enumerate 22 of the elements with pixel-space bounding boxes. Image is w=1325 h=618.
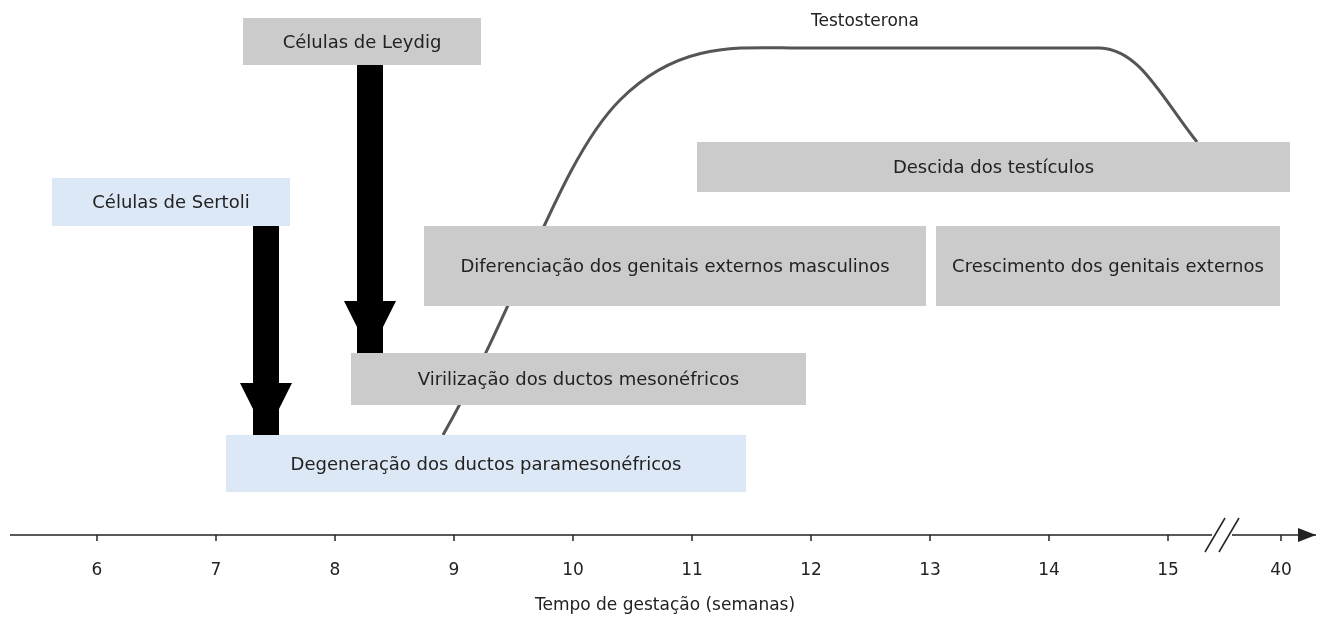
tick-label: 8 [329,559,341,579]
tick-label: 9 [448,559,460,579]
arrow [344,65,396,353]
tick-label: 7 [210,559,222,579]
tick-label: 14 [1038,559,1060,579]
tick-label: 10 [562,559,584,579]
tick-label: 13 [919,559,941,579]
stage-box: Descida dos testículos [697,142,1290,192]
curve-label: Testosterona [810,10,920,30]
tick-label: 12 [800,559,822,579]
tick-label: 6 [91,559,103,579]
tick-label: 15 [1157,559,1179,579]
stage-box: Diferenciação dos genitais externos masculinos [424,226,926,306]
stage-box: Virilização dos ductos mesonéfricos [351,353,806,405]
stage-box: Células de Leydig [243,18,481,65]
stage-box: Células de Sertoli [52,178,290,226]
stage-box: Degeneração dos ductos paramesonéfricos [226,435,746,492]
axis-title: Tempo de gestação (semanas) [534,594,796,614]
tick-label: 11 [681,559,703,579]
stage-box: Crescimento dos genitais externos [936,226,1280,306]
tick-label: 40 [1270,559,1292,579]
arrow [240,226,292,435]
